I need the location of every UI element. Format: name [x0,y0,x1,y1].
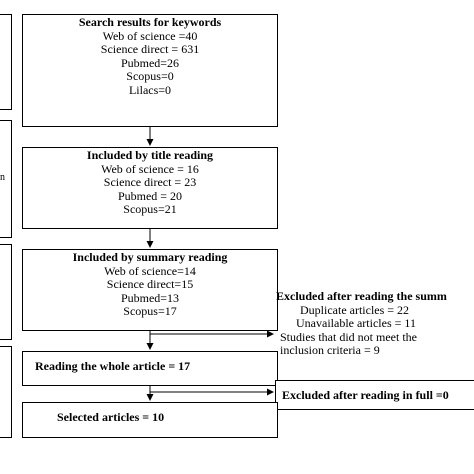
excluded-summary-title: Excluded after reading the summ [276,289,447,303]
excluded-full-title: Excluded after reading in full =0 [282,388,449,402]
title-reading-line: Pubmed = 20 [117,188,183,203]
title-reading-line: Science direct = 23 [103,175,197,190]
search-results-title: Search results for keywords [78,15,222,29]
summary-reading-title: Included by summary reading [72,250,228,264]
summary-reading-box: Included by summary reading Web of scien… [22,249,278,331]
title-reading-line: Scopus=21 [123,202,177,217]
stage-bar-identification [0,14,12,110]
whole-article-title: Reading the whole article = 17 [35,359,191,373]
summary-reading-line: Science direct=15 [106,277,194,292]
excluded-full-box: Excluded after reading in full =0 [275,380,474,410]
search-results-line: Web of science =40 [102,28,198,43]
selected-articles-box: Selected articles = 10 [22,402,278,438]
title-reading-box: Included by title reading Web of science… [22,147,278,229]
whole-article-box: Reading the whole article = 17 [22,351,278,386]
excluded-summary-text: Excluded after reading the summ Duplicat… [276,289,474,358]
search-results-line: Lilacs=0 [128,82,172,97]
summary-reading-line: Pubmed=13 [120,290,180,305]
excluded-summary-line: Unavailable articles = 11 [296,316,416,331]
title-reading-title: Included by title reading [86,148,214,162]
excluded-summary-line: Duplicate articles = 22 [300,302,410,317]
stage-label-fragment: n [0,172,5,183]
title-reading-line: Web of science = 16 [101,161,199,176]
summary-reading-line: Scopus=17 [123,304,177,319]
search-results-line: Scopus=0 [126,69,174,84]
stage-bar-included [0,346,12,438]
stage-bar-screening [0,120,12,238]
search-results-line: Pubmed=26 [120,55,180,70]
selected-articles-title: Selected articles = 10 [57,410,165,424]
search-results-line: Science direct = 631 [100,42,200,57]
search-results-box: Search results for keywords Web of scien… [22,14,278,127]
excluded-summary-line: Studies that did not meet the [280,329,417,344]
stage-bar-eligibility [0,244,12,340]
excluded-summary-line: inclusion criteria = 9 [280,343,380,358]
summary-reading-line: Web of science=14 [104,263,196,278]
